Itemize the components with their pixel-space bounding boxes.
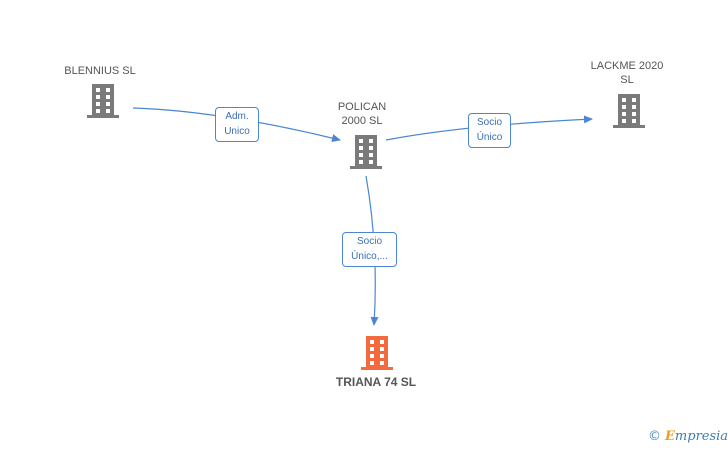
building-icon[interactable]	[361, 336, 393, 370]
brand-footer: © Empresia	[648, 429, 728, 444]
edge-label-socio-unico[interactable]: Socio Único	[468, 113, 511, 148]
copyright-icon: ©	[648, 429, 661, 444]
edge-label-socio-unico-2[interactable]: Socio Único,...	[342, 232, 397, 267]
brand-logo-text: mpresia	[674, 429, 728, 444]
building-icon[interactable]	[87, 84, 119, 118]
brand-logo-initial: E	[665, 429, 675, 444]
building-icon[interactable]	[613, 94, 645, 128]
node-label-triana[interactable]: TRIANA 74 SL	[335, 375, 417, 389]
edge-label-adm-unico[interactable]: Adm. Unico	[215, 107, 259, 142]
node-label-polican[interactable]: POLICAN 2000 SL	[337, 101, 387, 127]
node-label-blennius[interactable]: BLENNIUS SL	[64, 65, 136, 77]
node-label-lackme[interactable]: LACKME 2020 SL	[590, 60, 664, 86]
building-icon[interactable]	[350, 135, 382, 169]
